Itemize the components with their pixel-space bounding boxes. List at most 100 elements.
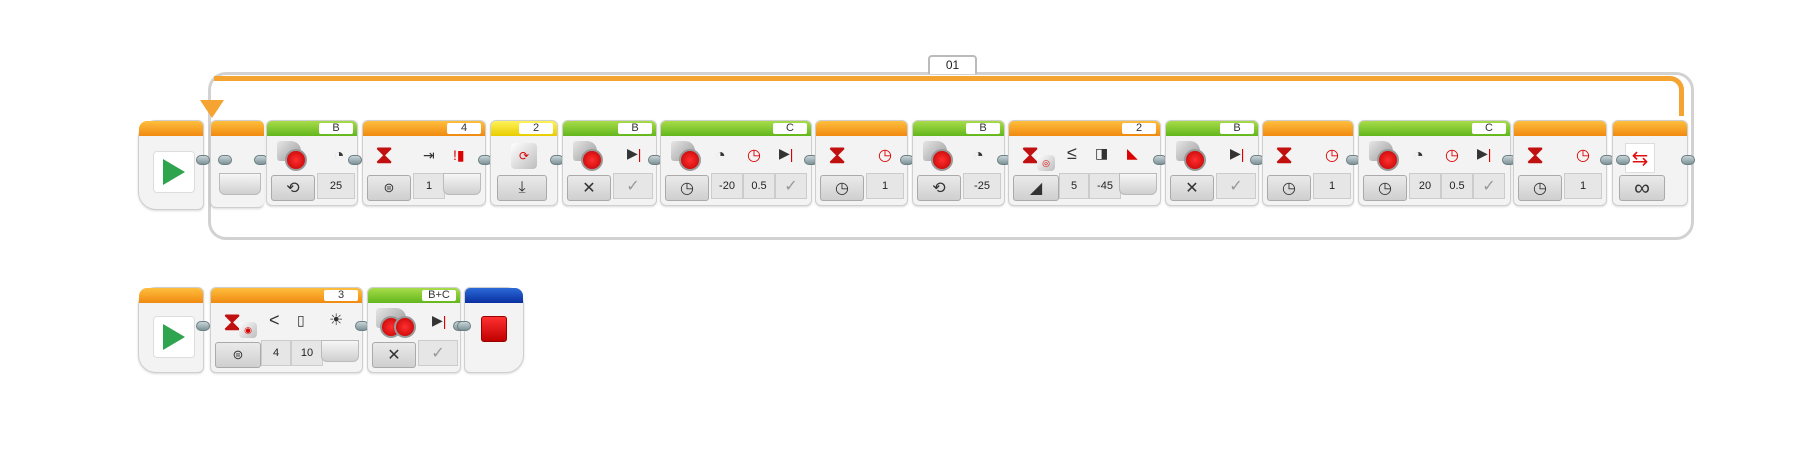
brake-input[interactable]: ✓ (775, 173, 807, 199)
sequence-wire-connector[interactable] (1616, 155, 1630, 165)
port-selector[interactable]: 4 (447, 123, 481, 134)
mode-selector[interactable]: ✕ (567, 175, 611, 201)
speed-input[interactable]: -25 (963, 173, 1001, 199)
mode-selector[interactable]: ◷ (1363, 175, 1407, 201)
port-selector[interactable]: 3 (324, 290, 358, 301)
wait-time-block[interactable]: ⧗ ◷ ◷ 1 (815, 120, 908, 206)
move-steering-block[interactable]: B+C ▶| ✕ ✓ (367, 287, 461, 373)
mode-selector[interactable]: ⊜ (215, 342, 261, 368)
seconds-input[interactable]: 1 (1564, 173, 1602, 199)
medium-motor-block[interactable]: C ◔ ◷ ▶| ◷ -20 0.5 ✓ (660, 120, 812, 206)
block-header: C (1359, 121, 1510, 136)
loop-name-label[interactable]: 01 (928, 55, 977, 74)
speed-input[interactable]: 20 (1409, 173, 1441, 199)
port-selector[interactable]: B+C (422, 290, 456, 301)
brick-button-block[interactable]: 2 ⟳ ⤓ (490, 120, 558, 206)
medium-motor-block[interactable]: B ◔ ⟲ -25 (912, 120, 1005, 206)
loop-return-arrow-icon (200, 100, 224, 118)
mode-selector[interactable]: ◢ (1013, 175, 1059, 201)
bumped-input[interactable]: 1 (413, 173, 445, 199)
sequence-wire-connector[interactable] (457, 321, 471, 331)
sequence-wire-connector[interactable] (196, 321, 210, 331)
stop-icon (481, 316, 507, 342)
speed-input[interactable]: 25 (317, 173, 355, 199)
mode-selector[interactable]: ⟲ (917, 175, 961, 201)
output-notch (321, 340, 359, 362)
sequence-wire-connector[interactable] (348, 155, 362, 165)
compare-type-input[interactable]: 4 (261, 340, 291, 366)
wait-gyro-block[interactable]: 2 ⧗ ◎ ≤ ◨ ◣ ◢ 5 -45 (1008, 120, 1161, 206)
block-header: B (913, 121, 1004, 136)
mode-selector[interactable]: ⊜ (367, 175, 411, 201)
steering-motors-icon (376, 308, 416, 338)
block-header (465, 288, 523, 303)
medium-motor-icon (671, 141, 701, 171)
mode-selector[interactable]: ◷ (1518, 175, 1562, 201)
play-icon (163, 324, 185, 350)
speed-icon: ◔ (973, 145, 984, 165)
wait-color-sensor-block[interactable]: 3 ⧗ ◉ < ▯ ☀ ⊜ 4 10 (210, 287, 363, 373)
block-header: B (267, 121, 357, 136)
sequence-wire-out-connector[interactable] (1681, 155, 1695, 165)
block-header (1613, 121, 1687, 136)
medium-motor-icon (1369, 141, 1399, 171)
seconds-input[interactable]: 0.5 (1441, 173, 1473, 199)
seconds-icon: ◷ (1576, 147, 1590, 164)
port-selector[interactable]: B (618, 123, 652, 134)
loop-mode-selector[interactable]: ∞ (1619, 175, 1665, 201)
wait-block[interactable]: 4 ⧗ ⇥ !▮ ⊜ 1 (362, 120, 486, 206)
port-selector[interactable]: 2 (1122, 123, 1156, 134)
output-notch (1119, 173, 1157, 195)
mode-selector[interactable]: ◷ (665, 175, 709, 201)
port-selector[interactable]: B (319, 123, 353, 134)
state-icon: !▮ (453, 147, 465, 163)
seconds-icon: ◷ (878, 147, 892, 164)
block-header: C (661, 121, 811, 136)
compare-type-input[interactable]: 5 (1059, 173, 1089, 199)
wait-time-block[interactable]: ⧗ ◷ ◷ 1 (1513, 120, 1607, 206)
medium-motor-block[interactable]: B ▶| ✕ ✓ (562, 120, 657, 206)
mode-selector[interactable]: ◷ (1267, 175, 1311, 201)
brake-input[interactable]: ✓ (1216, 173, 1256, 199)
brake-input[interactable]: ✓ (1473, 173, 1505, 199)
brake-at-end-icon: ▶| (1230, 145, 1245, 162)
speed-input[interactable]: -20 (711, 173, 743, 199)
block-header: 3 (211, 288, 362, 303)
port-selector[interactable]: C (773, 123, 807, 134)
threshold-input[interactable]: 10 (291, 340, 323, 366)
wait-time-block[interactable]: ⧗ ◷ ◷ 1 (1262, 120, 1354, 206)
start-block[interactable] (138, 120, 204, 210)
seconds-input[interactable]: 1 (1313, 173, 1351, 199)
stop-program-block[interactable] (464, 287, 524, 373)
sequence-wire-connector[interactable] (218, 155, 232, 165)
port-selector[interactable]: B (1220, 123, 1254, 134)
block-header: 4 (363, 121, 485, 136)
threshold-input[interactable]: -45 (1089, 173, 1121, 199)
mode-selector[interactable]: ⟲ (271, 175, 315, 201)
brake-input[interactable]: ✓ (613, 173, 653, 199)
loop-repeat-icon: ⇆ (1625, 143, 1655, 173)
seconds-icon: ◷ (1445, 147, 1459, 164)
start-block[interactable] (138, 287, 204, 373)
block-header (139, 121, 203, 136)
brake-input[interactable]: ✓ (418, 340, 458, 366)
port-selector[interactable]: 2 (519, 123, 553, 134)
mode-selector[interactable]: ✕ (1170, 175, 1214, 201)
medium-motor-block[interactable]: C ◔ ◷ ▶| ◷ 20 0.5 ✓ (1358, 120, 1511, 206)
port-selector[interactable]: C (1472, 123, 1506, 134)
mode-selector[interactable]: ✕ (372, 342, 416, 368)
speed-icon: ◔ (1413, 145, 1424, 165)
seconds-input[interactable]: 1 (866, 173, 904, 199)
medium-motor-block[interactable]: B ▶| ✕ ✓ (1165, 120, 1259, 206)
seconds-input[interactable]: 0.5 (743, 173, 775, 199)
start-play-button[interactable] (153, 316, 195, 358)
mode-selector[interactable]: ⤓ (497, 175, 547, 201)
port-selector[interactable]: B (966, 123, 1000, 134)
mode-selector[interactable]: ◷ (820, 175, 864, 201)
hourglass-icon: ⧗ (375, 139, 394, 169)
start-play-button[interactable] (153, 151, 195, 193)
hourglass-icon: ⧗ (1275, 139, 1294, 169)
medium-motor-block[interactable]: B ◔ ⟲ 25 (266, 120, 358, 206)
sequence-wire-connector[interactable] (196, 155, 210, 165)
block-header: B+C (368, 288, 460, 303)
